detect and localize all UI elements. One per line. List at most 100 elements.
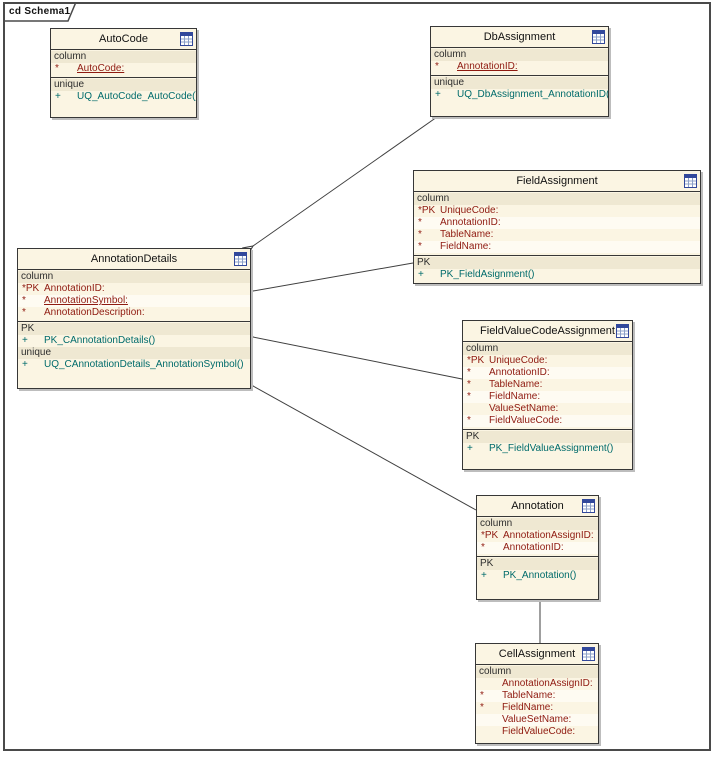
row-name: PK_FieldAsignment() xyxy=(440,269,535,280)
connector-fieldassignment-to-annotationdetails xyxy=(253,262,414,291)
compartment-label: column xyxy=(18,271,250,283)
entity-compartment: PK+PK_FieldValueAssignment() xyxy=(463,429,632,469)
table-icon xyxy=(180,32,193,46)
row-name: FieldName: xyxy=(502,702,554,713)
table-icon xyxy=(592,30,605,44)
entity-header: CellAssignment xyxy=(476,644,598,664)
row-name: FieldValueCode: xyxy=(489,415,563,426)
row-prefix: * xyxy=(55,63,59,74)
table-icon xyxy=(582,647,595,661)
column-row: *AnnotationID: xyxy=(463,367,632,379)
row-name: ValueSetName: xyxy=(489,403,559,414)
operation-row: +PK_FieldAsignment() xyxy=(414,269,700,281)
row-prefix: *PK xyxy=(467,355,485,366)
row-prefix: * xyxy=(22,307,26,318)
row-prefix: *PK xyxy=(481,530,499,541)
connector-dbassignment-to-annotationdetails xyxy=(253,116,438,246)
column-row: * AnnotationSymbol: xyxy=(18,295,250,307)
column-row: * FieldName: xyxy=(476,702,598,714)
row-prefix xyxy=(476,726,502,738)
row-prefix: * xyxy=(480,690,484,701)
entity-compartment: PK+PK_FieldAsignment() xyxy=(414,255,700,283)
column-row: *FieldName: xyxy=(414,241,700,253)
column-row: ValueSetName: xyxy=(463,403,632,415)
entity-header: DbAssignment xyxy=(431,27,608,47)
row-prefix: * xyxy=(418,229,422,240)
compartment-label: PK xyxy=(463,431,632,443)
entity-autocode[interactable]: AutoCode column*AutoCode:unique+UQ_AutoC… xyxy=(50,28,197,118)
operation-row: +UQ_CAnnotationDetails_AnnotationSymbol(… xyxy=(18,359,250,371)
row-prefix: * xyxy=(467,379,471,390)
entity-title: FieldValueCodeAssignment xyxy=(480,325,615,337)
operation-row: + UQ_DbAssignment_AnnotationID() xyxy=(431,89,608,101)
row-prefix: + xyxy=(22,335,28,346)
entity-header: AutoCode xyxy=(51,29,196,49)
row-prefix: + xyxy=(435,89,441,100)
operation-row: +UQ_AutoCode_AutoCode() xyxy=(51,91,196,103)
row-name: AutoCode: xyxy=(77,63,125,74)
row-prefix: + xyxy=(481,570,487,581)
row-name: AnnotationDescription: xyxy=(44,307,145,318)
row-name: TableName: xyxy=(440,229,494,240)
row-name: UniqueCode: xyxy=(440,205,499,216)
row-prefix: * xyxy=(480,702,484,713)
row-name: ValueSetName: xyxy=(502,714,572,725)
compartment-label: PK xyxy=(477,558,598,570)
table-icon xyxy=(616,324,629,338)
compartment-label: PK xyxy=(414,257,700,269)
entity-title: AutoCode xyxy=(99,33,148,45)
row-prefix: * xyxy=(435,61,439,72)
entity-dbassignment[interactable]: DbAssignment column*AnnotationID:unique+… xyxy=(430,26,609,117)
compartment-label: column xyxy=(431,49,608,61)
row-name: AnnotationAssignID: xyxy=(502,678,593,689)
column-row: ValueSetName: xyxy=(476,714,598,726)
entity-compartment: column*AnnotationID: xyxy=(431,47,608,75)
row-name: PK_Annotation() xyxy=(503,570,577,581)
operation-row: + PK_Annotation() xyxy=(477,570,598,582)
table-icon xyxy=(582,499,595,513)
entity-compartment: PK+ PK_Annotation() xyxy=(477,556,598,599)
compartment-label: column xyxy=(476,666,598,678)
compartment-label: column xyxy=(414,193,700,205)
connector-fieldvaluecodeassignment-to-annotationdetails xyxy=(253,337,463,380)
entity-title: AnnotationDetails xyxy=(90,253,178,265)
row-name: AnnotationAssignID: xyxy=(503,530,594,541)
row-prefix: *PK xyxy=(22,283,40,294)
row-name: FieldValueCode: xyxy=(502,726,576,737)
row-prefix xyxy=(476,714,502,726)
row-name: TableName: xyxy=(502,690,556,701)
column-row: * AnnotationID: xyxy=(414,217,700,229)
row-name: PK_CAnnotationDetails() xyxy=(44,335,156,346)
row-prefix: + xyxy=(22,359,28,370)
row-name: AnnotationID: xyxy=(440,217,501,228)
column-row: * TableName: xyxy=(463,379,632,391)
compartment-label: column xyxy=(477,518,598,530)
column-row: *FieldName: xyxy=(463,391,632,403)
row-name: UQ_DbAssignment_AnnotationID() xyxy=(457,89,608,100)
row-name: AnnotationSymbol: xyxy=(44,295,128,306)
frame-tab xyxy=(5,4,76,22)
row-prefix: * xyxy=(481,542,485,553)
row-name: AnnotationID: xyxy=(503,542,564,553)
row-prefix xyxy=(463,403,489,415)
row-prefix: * xyxy=(22,295,26,306)
row-prefix: * xyxy=(418,217,422,228)
column-row: * AnnotationDescription: xyxy=(18,307,250,319)
row-prefix: * xyxy=(467,391,471,402)
row-prefix: * xyxy=(467,367,471,378)
operation-row: +PK_FieldValueAssignment() xyxy=(463,443,632,455)
column-row: *FieldValueCode: xyxy=(463,415,632,427)
row-name: TableName: xyxy=(489,379,543,390)
column-row: *AnnotationID: xyxy=(431,61,608,73)
